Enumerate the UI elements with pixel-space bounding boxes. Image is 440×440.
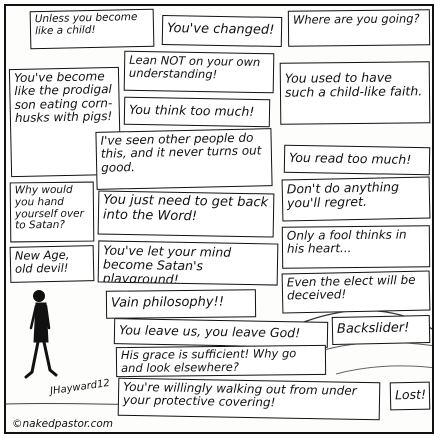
bubble-text: Even the elect will be deceived! bbox=[286, 272, 416, 303]
speech-bubble: You're willingly walking out from under … bbox=[117, 377, 381, 421]
copyright-credit: ©nakedpastor.com bbox=[12, 418, 114, 430]
hill-outline bbox=[335, 365, 432, 375]
speech-bubble: I've seen other people do this, and it n… bbox=[95, 128, 273, 190]
speech-bubble: You leave us, you leave God! bbox=[113, 318, 329, 348]
speech-bubble: Lost! bbox=[389, 381, 431, 411]
speech-bubble: Why would you hand yourself over to Sata… bbox=[9, 181, 95, 243]
bubble-text: You read too much! bbox=[288, 149, 412, 167]
speech-bubble: You've changed! bbox=[161, 14, 283, 48]
speech-bubble: You just need to get back into the Word! bbox=[97, 190, 275, 238]
bubble-text: His grace is sufficient! Why go and look… bbox=[120, 346, 297, 375]
bubble-text: You leave us, you leave God! bbox=[118, 322, 301, 341]
bubble-text: You've let your mind become Satan's play… bbox=[102, 242, 232, 286]
speech-bubble: New Age, old devil! bbox=[9, 245, 95, 283]
bubble-text: You just need to get back into the Word! bbox=[102, 192, 269, 224]
bubble-text: Lost! bbox=[394, 386, 427, 403]
speech-bubble: You've let your mind become Satan's play… bbox=[97, 240, 279, 286]
bubble-text: Why would you hand yourself over to Sata… bbox=[14, 183, 84, 232]
bubble-text: You used to have such a child-like faith… bbox=[284, 69, 423, 100]
speech-bubble: Don't do anything you'll regret. bbox=[281, 176, 431, 222]
bubble-text: You're willingly walking out from under … bbox=[122, 379, 357, 410]
speech-bubble: Unless you become like a child! bbox=[29, 8, 155, 50]
comic-panel: Unless you become like a child! You've c… bbox=[4, 4, 434, 434]
bubble-text: Lean NOT on your own understanding! bbox=[128, 52, 261, 82]
speech-bubble: You read too much! bbox=[283, 144, 431, 176]
bubble-text: You think too much! bbox=[128, 101, 255, 119]
bubble-text: You've become like the prodigal son eati… bbox=[13, 69, 113, 126]
speech-bubble: Where are you going? bbox=[287, 9, 431, 47]
walking-figure bbox=[24, 290, 58, 379]
bubble-text: Where are you going? bbox=[292, 11, 420, 27]
background-drawing bbox=[6, 290, 432, 406]
bubble-text: I've seen other people do this, and it n… bbox=[100, 130, 262, 175]
speech-bubble: You think too much! bbox=[123, 96, 271, 128]
bubble-text: Vain philosophy!! bbox=[110, 294, 225, 311]
bubble-text: Backslider! bbox=[336, 320, 410, 337]
speech-bubble: Even the elect will be deceived! bbox=[281, 270, 431, 314]
bubble-text: You've changed! bbox=[166, 21, 275, 38]
bubble-text: Unless you become like a child! bbox=[34, 11, 138, 37]
speech-bubble: Lean NOT on your own understanding! bbox=[123, 50, 275, 94]
speech-bubble: You used to have such a child-like faith… bbox=[279, 61, 431, 125]
speech-bubble: Vain philosophy!! bbox=[105, 289, 257, 319]
speech-bubble: Only a fool thinks in his heart... bbox=[281, 225, 431, 269]
speech-bubble: His grace is sufficient! Why go and look… bbox=[115, 344, 327, 378]
speech-bubble: Backslider! bbox=[331, 314, 431, 346]
bubble-text: New Age, old devil! bbox=[14, 247, 70, 276]
bubble-text: Don't do anything you'll regret. bbox=[286, 179, 400, 211]
bubble-text: Only a fool thinks in his heart... bbox=[286, 227, 407, 257]
